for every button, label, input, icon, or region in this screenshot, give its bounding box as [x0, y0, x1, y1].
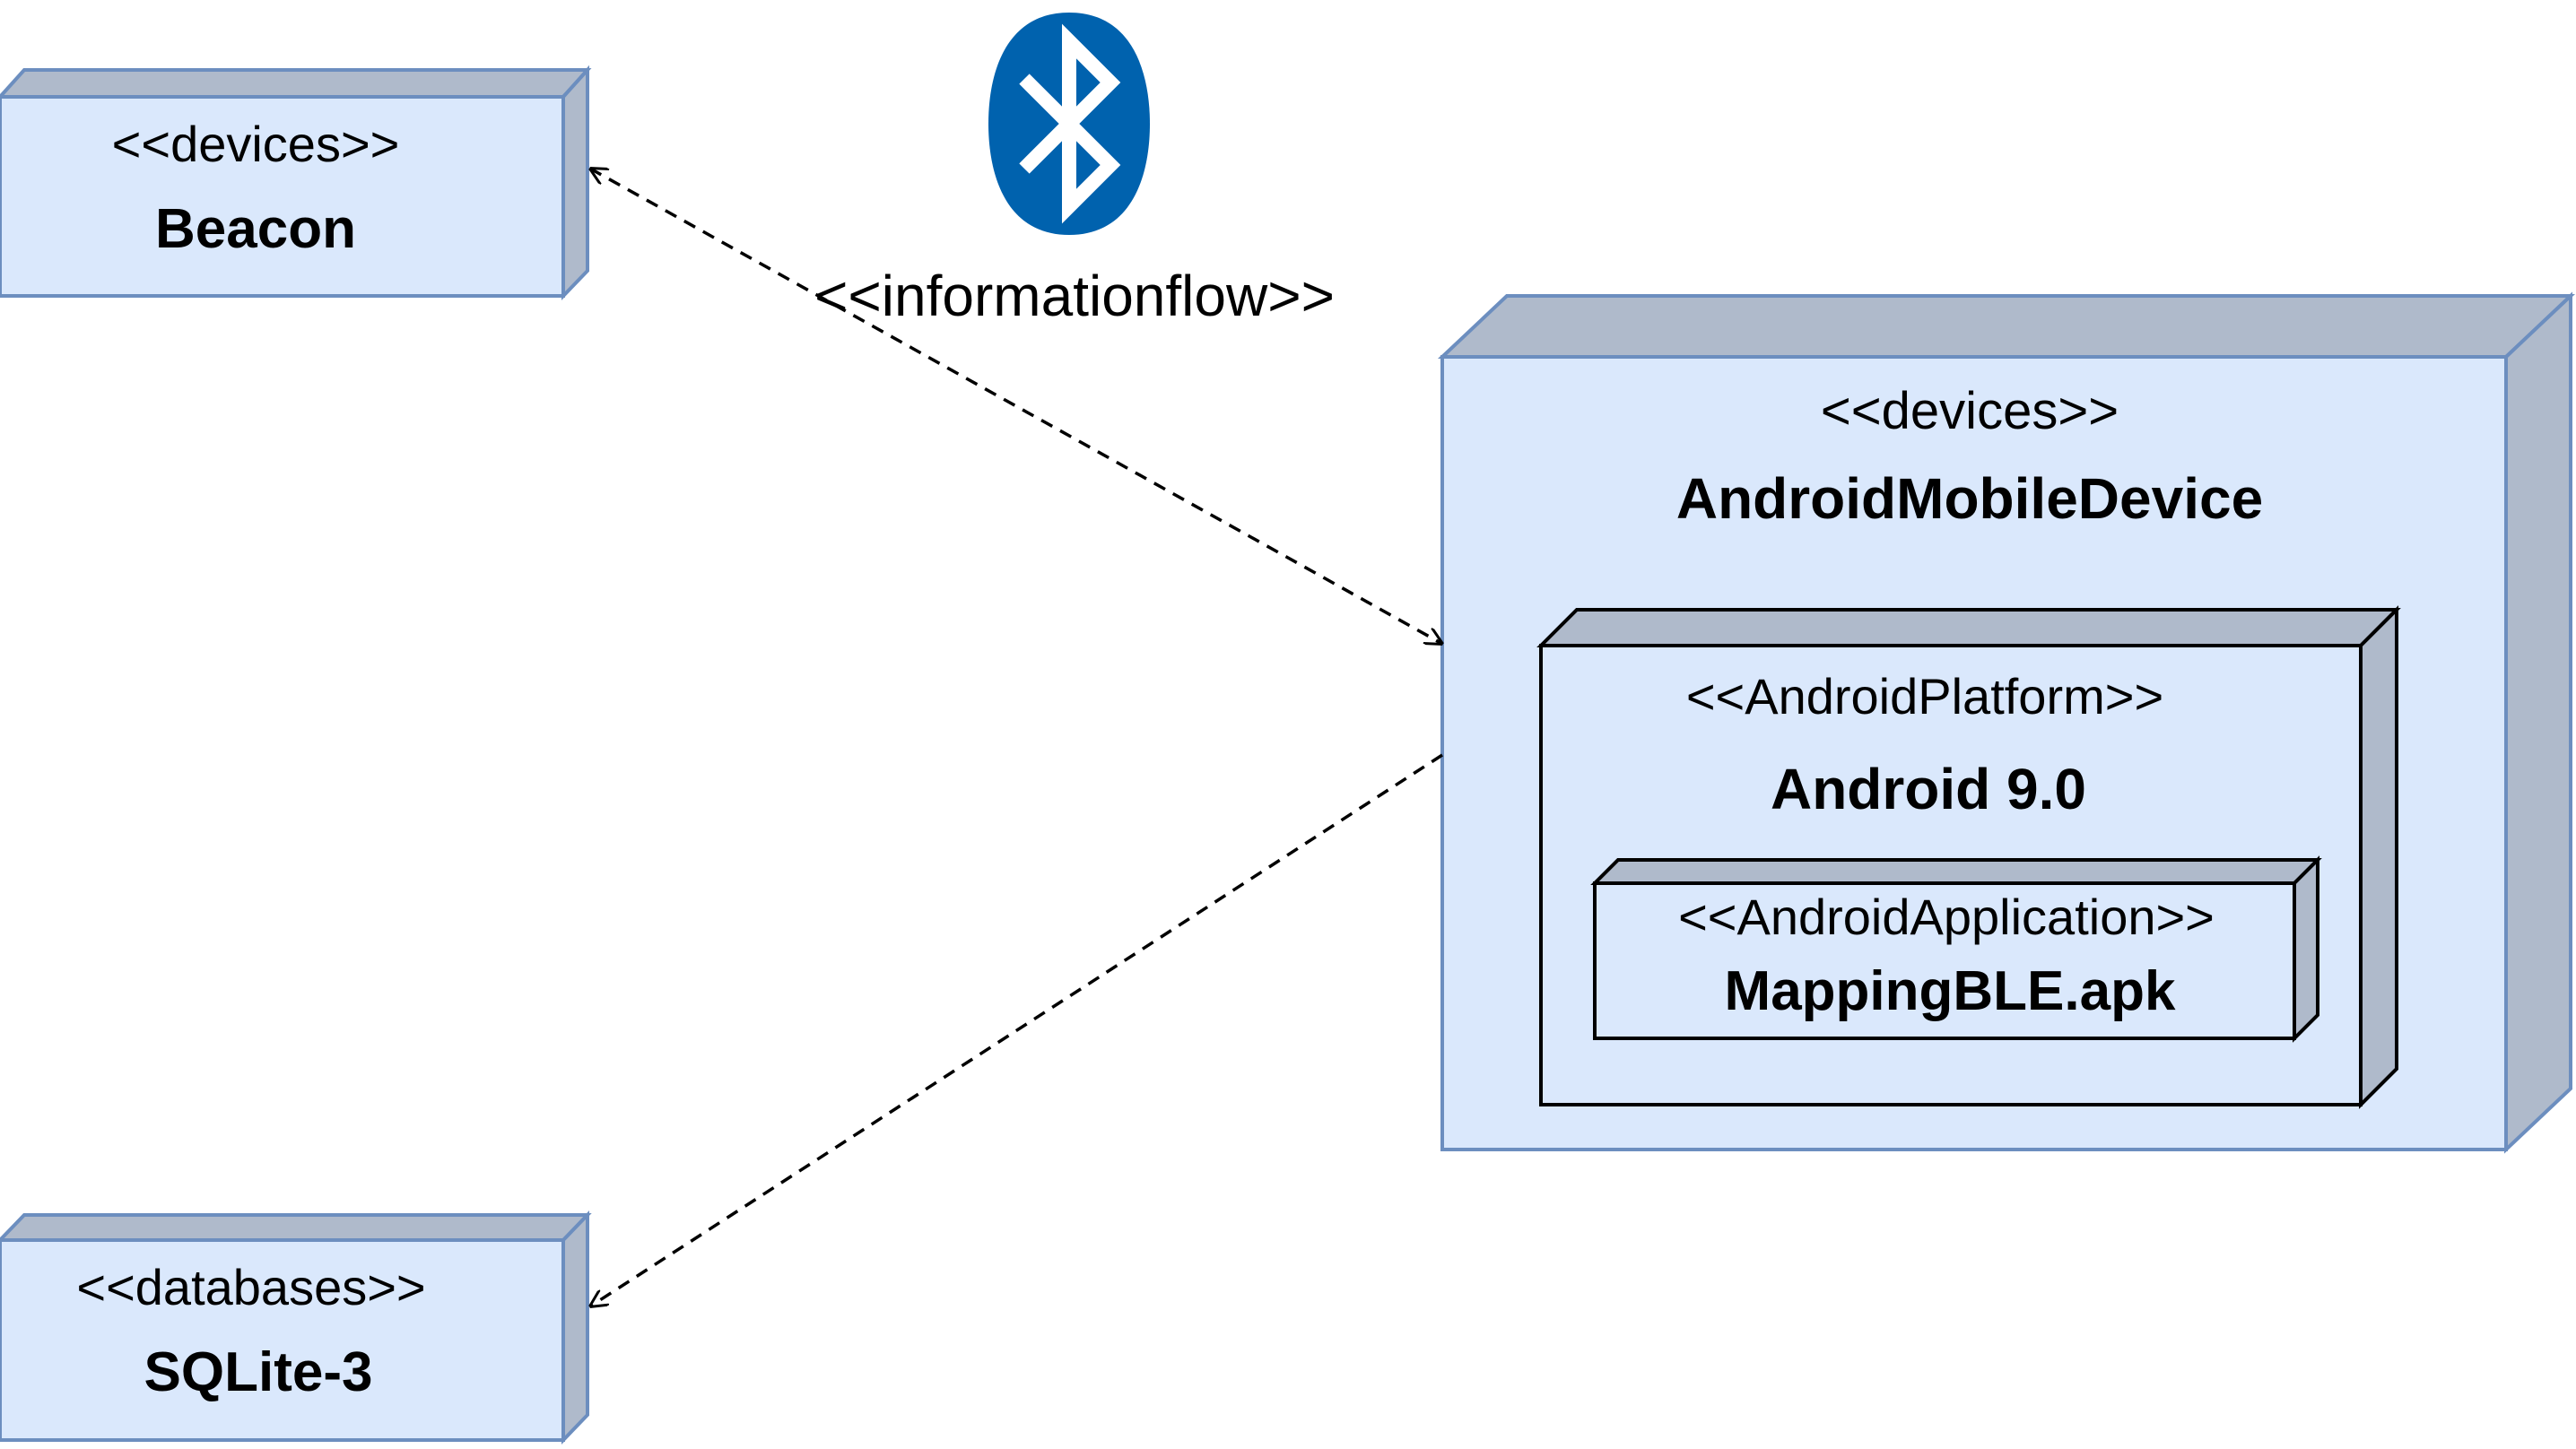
- information-flow-connector[interactable]: [590, 169, 1442, 644]
- bluetooth-icon: [988, 13, 1150, 235]
- sqlite-name: SQLite-3: [144, 1341, 373, 1403]
- android-app-node[interactable]: <<AndroidApplication>> MappingBLE.apk: [1590, 855, 2322, 1043]
- android-platform-name: Android 9.0: [1771, 757, 2086, 821]
- beacon-node[interactable]: <<devices>> Beacon: [0, 65, 592, 300]
- android-device-stereotype: <<devices>>: [1821, 382, 2119, 440]
- android-app-name: MappingBLE.apk: [1725, 960, 2176, 1022]
- android-app-stereotype: <<AndroidApplication>>: [1678, 889, 2215, 945]
- sqlite-node[interactable]: <<databases>> SQLite-3: [0, 1210, 592, 1445]
- database-dependency-connector[interactable]: [590, 753, 1443, 1306]
- android-platform-stereotype: <<AndroidPlatform>>: [1686, 668, 2163, 724]
- beacon-stereotype: <<devices>>: [112, 116, 400, 172]
- sqlite-stereotype: <<databases>>: [76, 1259, 425, 1315]
- android-platform-node[interactable]: <<AndroidPlatform>> Android 9.0 <<Androi…: [1536, 605, 2401, 1109]
- android-device-name: AndroidMobileDevice: [1676, 466, 2263, 531]
- android-device-node[interactable]: <<devices>> AndroidMobileDevice <<Androi…: [1437, 291, 2576, 1154]
- information-flow-label: <<informationflow>>: [814, 264, 1335, 328]
- beacon-name: Beacon: [155, 198, 356, 260]
